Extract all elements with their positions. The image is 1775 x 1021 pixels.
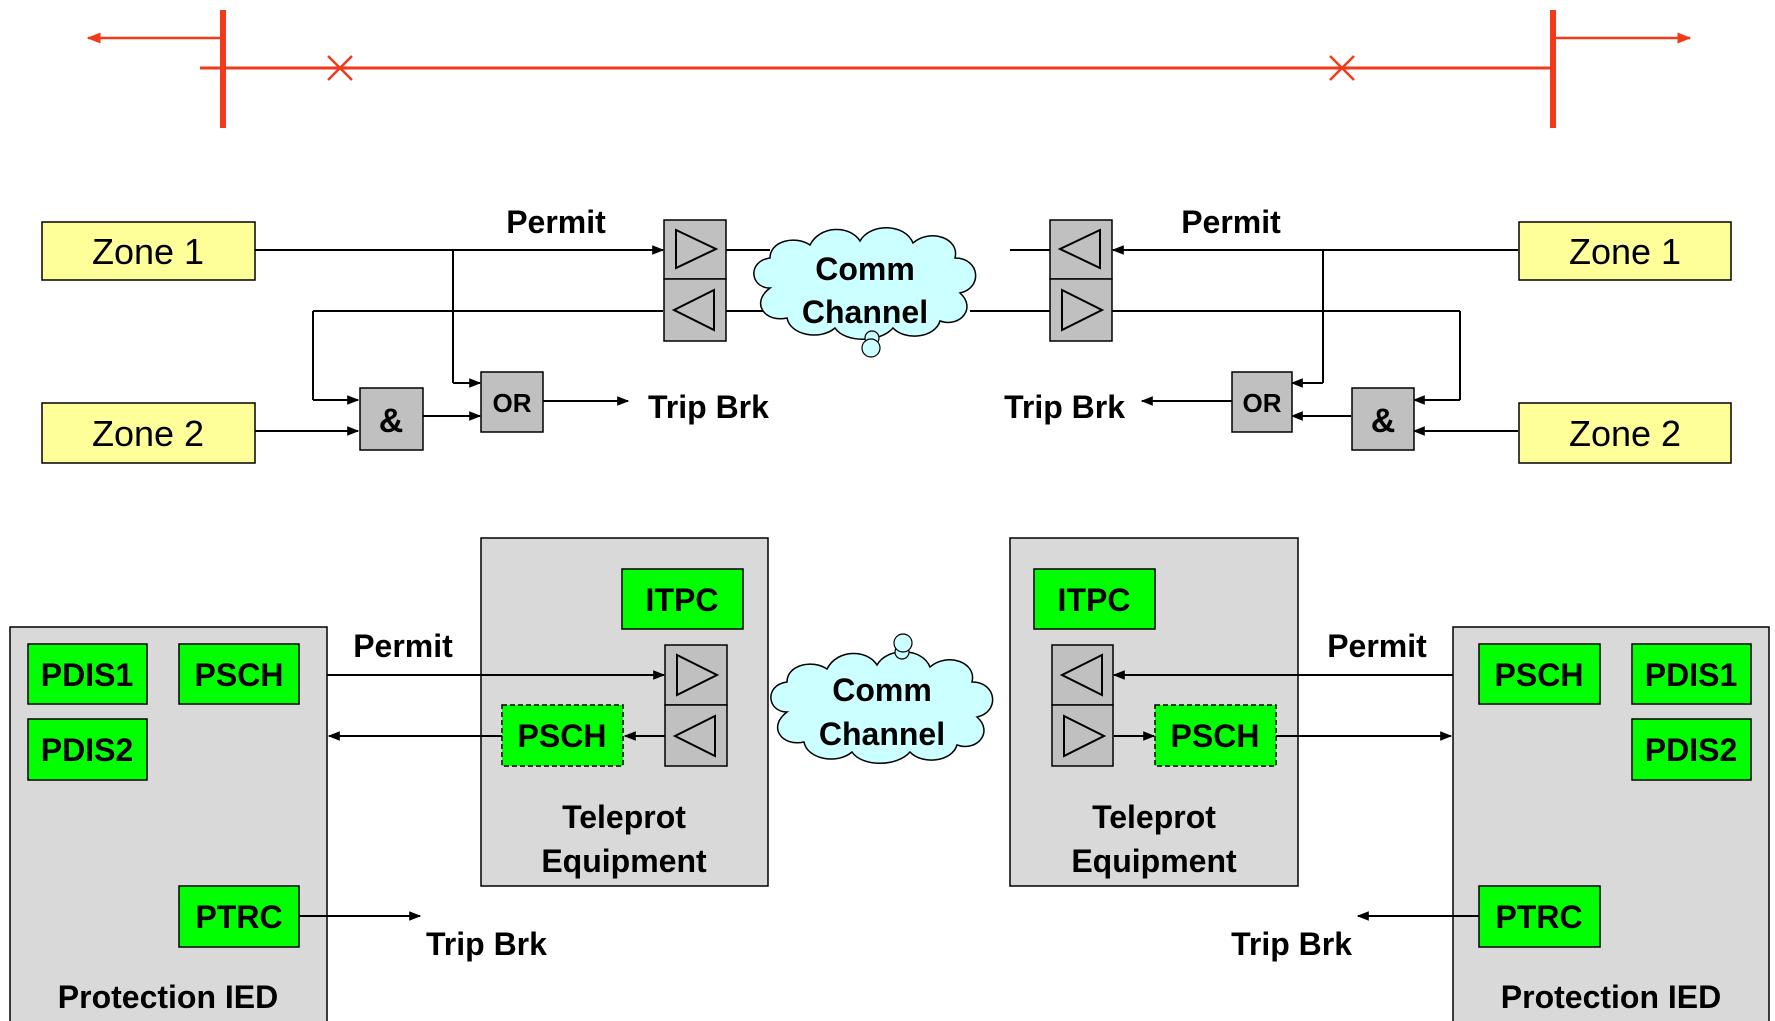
right-itpc-label: ITPC: [1058, 582, 1131, 618]
right-and-gate: &: [1351, 387, 1415, 451]
right-pdis2-node: PDIS2: [1631, 718, 1752, 781]
right-iec-permit-label: Permit: [1327, 628, 1427, 664]
logic-comm-line2: Channel: [802, 294, 928, 330]
right-teleprot-receive: [1051, 644, 1114, 706]
left-psch-node: PSCH: [178, 643, 300, 705]
left-or-gate: OR: [480, 371, 544, 433]
iec-comm-line1: Comm: [832, 672, 932, 708]
left-and-gate-label: &: [379, 402, 404, 440]
logic-scheme-section: [255, 245, 1518, 436]
right-and-gate-label: &: [1371, 402, 1396, 440]
left-zone2-label: Zone 2: [92, 413, 204, 454]
right-pdis1-label: PDIS1: [1645, 657, 1737, 693]
right-zone2-label: Zone 2: [1569, 413, 1681, 454]
right-teleprot-psch-node: PSCH: [1154, 704, 1277, 767]
right-pdis2-label: PDIS2: [1645, 732, 1737, 768]
right-breaker-x-icon: [1329, 55, 1355, 81]
right-zone1-box: Zone 1: [1518, 221, 1732, 281]
left-teleprot-send: [664, 644, 728, 706]
right-logic-transmit-receive: [1049, 219, 1113, 280]
left-ptrc-label: PTRC: [195, 899, 282, 935]
right-ptrc-node: PTRC: [1478, 885, 1601, 948]
left-logic-permit-label: Permit: [506, 204, 606, 240]
right-logic-permit-label: Permit: [1181, 204, 1281, 240]
left-pdis2-label: PDIS2: [41, 732, 133, 768]
right-ied-psch-label: PSCH: [1495, 657, 1584, 693]
left-protection-ied: PDIS1 PSCH PDIS2 PTRC Protection IED: [9, 626, 328, 1021]
right-ptrc-label: PTRC: [1495, 899, 1582, 935]
left-ptrc-node: PTRC: [178, 885, 300, 948]
right-iec-trip-label: Trip Brk: [1231, 926, 1352, 962]
right-itpc-node: ITPC: [1033, 568, 1156, 630]
left-teleprot-receive: [664, 704, 728, 767]
right-or-gate: OR: [1231, 371, 1293, 433]
left-and-gate: &: [359, 387, 424, 451]
left-teleprot-psch-node: PSCH: [501, 704, 624, 767]
left-pdis2-node: PDIS2: [27, 718, 148, 781]
logic-comm-cloud: Comm Channel: [753, 226, 977, 358]
left-iec-trip-label: Trip Brk: [426, 926, 547, 962]
left-teleprot-label-1: Teleprot: [562, 799, 686, 835]
left-pdis1-node: PDIS1: [27, 643, 148, 705]
left-pdis1-label: PDIS1: [41, 657, 133, 693]
right-pdis1-node: PDIS1: [1631, 643, 1752, 705]
iec-comm-line2: Channel: [819, 716, 945, 752]
power-line-section: [86, 10, 1692, 128]
left-iec-permit-label: Permit: [353, 628, 453, 664]
left-itpc-node: ITPC: [621, 568, 744, 630]
left-itpc-label: ITPC: [646, 582, 719, 618]
left-teleprot-equipment: ITPC PSCH Teleprot Equipment: [480, 537, 769, 887]
left-zone2-box: Zone 2: [41, 402, 256, 464]
left-breaker-x-icon: [327, 55, 353, 81]
left-zone1-label: Zone 1: [92, 231, 204, 272]
logic-comm-line1: Comm: [815, 251, 915, 287]
left-zone1-box: Zone 1: [41, 221, 256, 281]
right-or-gate-label: OR: [1243, 388, 1282, 418]
left-logic-trip-label: Trip Brk: [648, 389, 769, 425]
left-teleprot-label-2: Equipment: [541, 843, 707, 879]
right-teleprot-label-1: Teleprot: [1092, 799, 1216, 835]
left-teleprot-psch-label: PSCH: [518, 718, 607, 754]
right-teleprot-psch-label: PSCH: [1171, 718, 1260, 754]
iec-wiring: [299, 670, 1479, 921]
left-ied-psch-label: PSCH: [195, 657, 284, 693]
right-zone1-label: Zone 1: [1569, 231, 1681, 272]
right-teleprot-send: [1051, 704, 1114, 767]
iec-comm-cloud: Comm Channel: [770, 633, 994, 764]
right-logic-transmit-send: [1049, 278, 1113, 342]
right-ied-label: Protection IED: [1501, 979, 1721, 1015]
right-protection-ied: PSCH PDIS1 PDIS2 PTRC Protection IED: [1452, 626, 1770, 1021]
left-logic-transmit-receive: [663, 278, 727, 342]
right-psch-node: PSCH: [1478, 643, 1601, 705]
right-logic-trip-label: Trip Brk: [1004, 389, 1125, 425]
left-or-gate-label: OR: [493, 388, 532, 418]
right-teleprot-equipment: ITPC PSCH Teleprot Equipment: [1009, 537, 1299, 887]
left-logic-transmit-send: [663, 219, 727, 280]
right-zone2-box: Zone 2: [1518, 402, 1732, 464]
left-ied-label: Protection IED: [58, 979, 278, 1015]
right-teleprot-label-2: Equipment: [1071, 843, 1237, 879]
